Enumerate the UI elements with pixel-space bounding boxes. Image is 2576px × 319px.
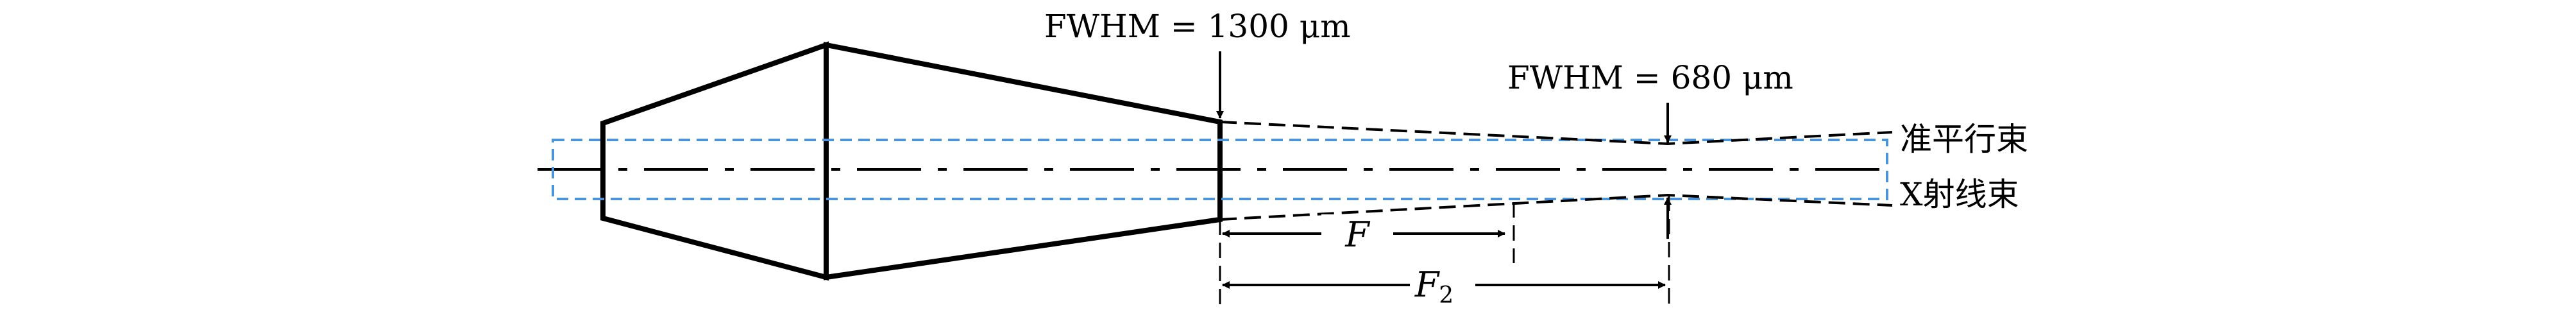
focal-length-f2-main: F xyxy=(1414,264,1441,305)
focal-length-f-label-bg xyxy=(1321,214,1393,253)
focal-length-f2-label-bg xyxy=(1410,266,1475,307)
fwhm-entrance-label: FWHM = 1300 μm xyxy=(1044,8,1351,45)
focal-length-f2-label: F2 xyxy=(1414,264,1453,309)
lens-section-entrance xyxy=(600,41,829,281)
focal-length-f2-subscript: 2 xyxy=(1439,282,1453,309)
xray-beam-label: X射线束 xyxy=(1900,176,2019,213)
collimated-beam-outline xyxy=(552,139,1888,200)
focal-length-f-label: F xyxy=(1344,214,1371,255)
xray-beam-upper-edge xyxy=(1219,121,1893,146)
xray-beam-lower-edge xyxy=(1219,193,1893,221)
collimated-beam-label: 准平行束 xyxy=(1900,121,2028,158)
lens-section-exit xyxy=(824,42,1223,280)
fwhm-focus-label: FWHM = 680 μm xyxy=(1507,59,1793,96)
